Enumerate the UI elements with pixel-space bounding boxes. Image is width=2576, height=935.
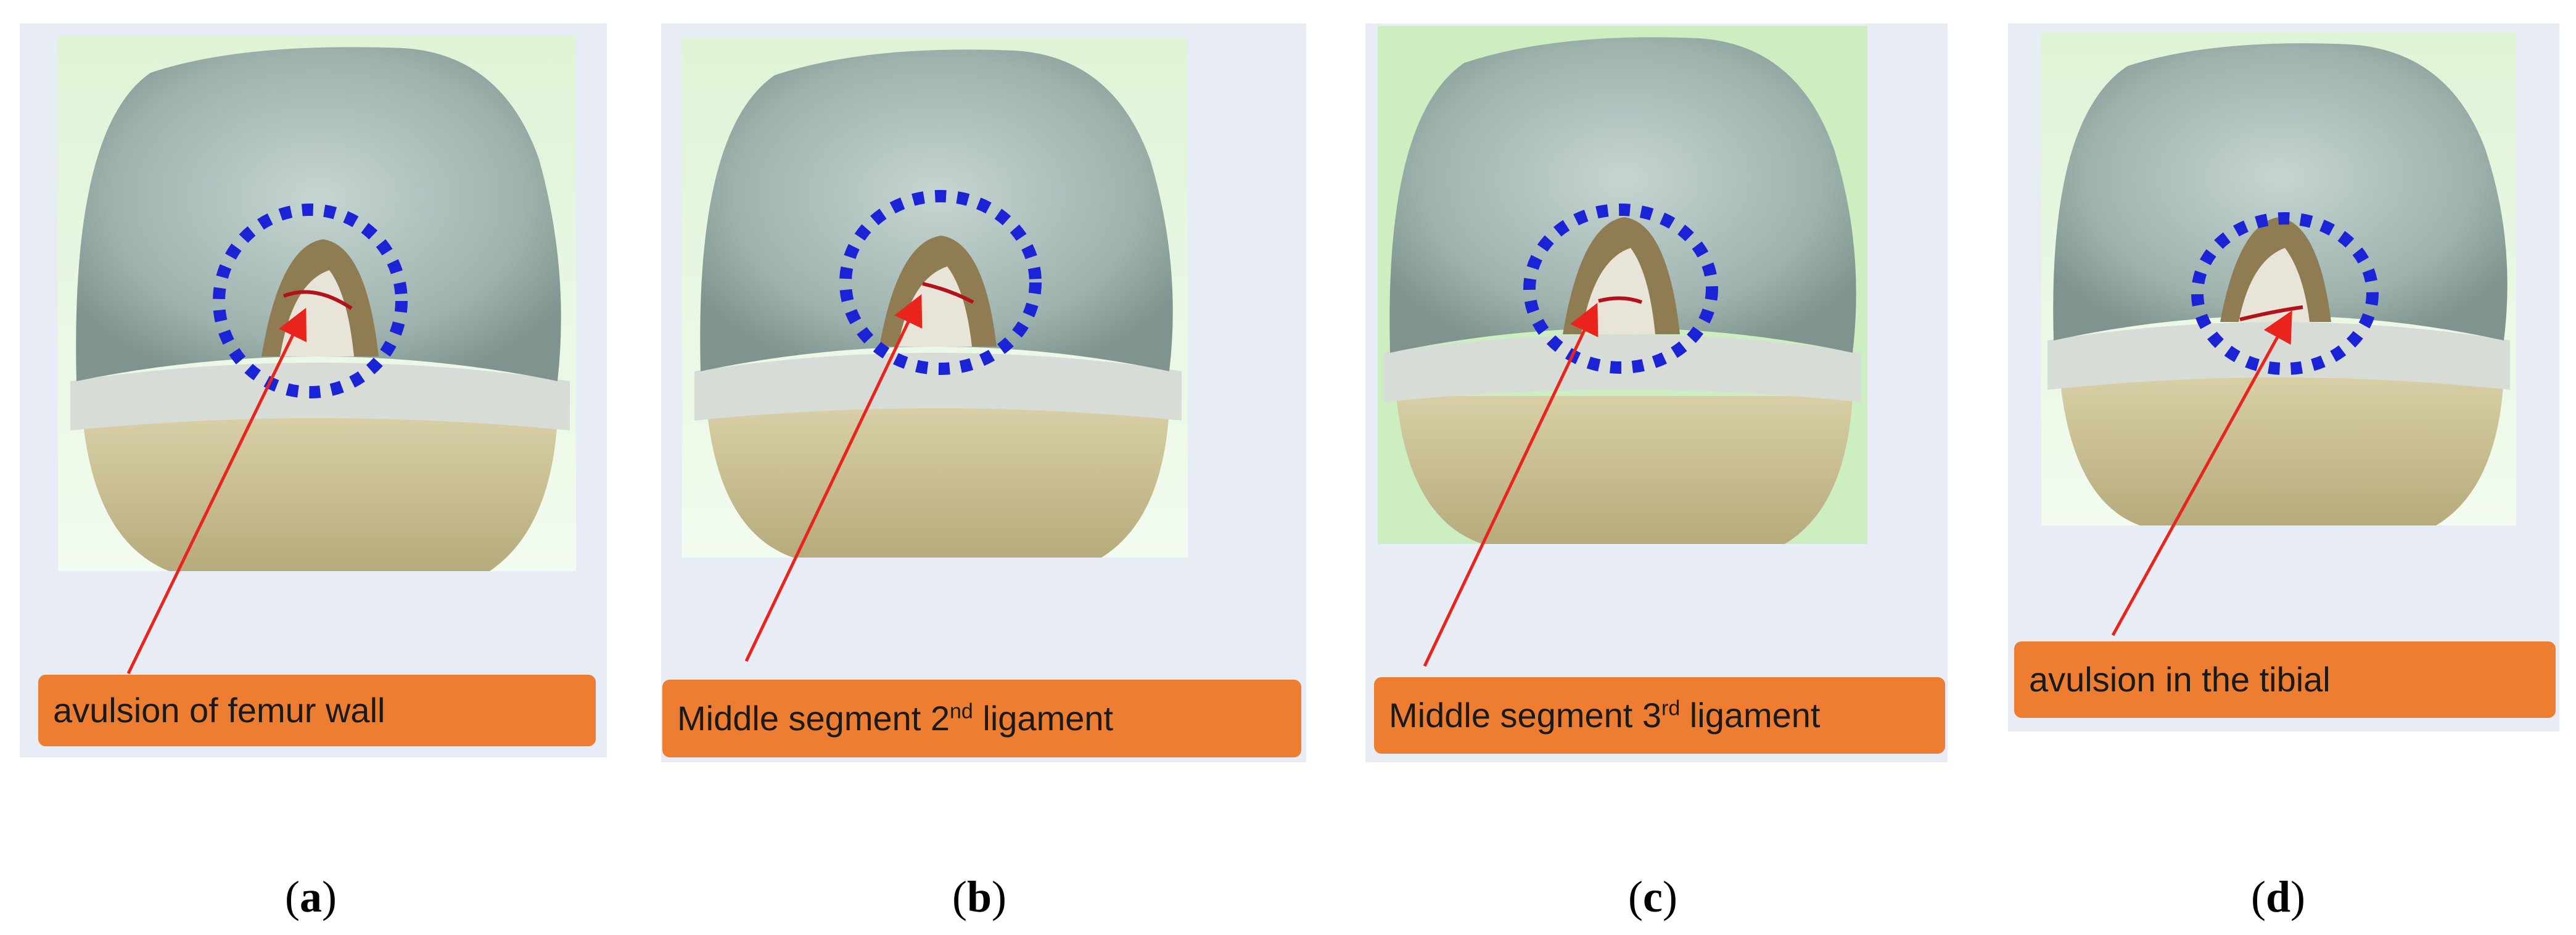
callout-text-c: Middle segment 3rd ligament — [1389, 696, 1821, 735]
subfigure-label-a: (a) — [285, 872, 337, 921]
subfigure-label-b: (b) — [952, 872, 1007, 921]
subfigure-label-c: (c) — [1628, 872, 1677, 921]
subfigure-label-d: (d) — [2251, 872, 2306, 921]
knee-illustration-d — [2041, 32, 2516, 525]
callout-text-a: avulsion of femur wall — [53, 691, 385, 730]
knee-illustration-a — [58, 36, 576, 571]
knee-illustration-b — [682, 38, 1188, 558]
callout-box-d: avulsion in the tibial — [2014, 641, 2556, 718]
callout-box-a: avulsion of femur wall — [38, 675, 596, 746]
callout-box-b: Middle segment 2nd ligament — [662, 680, 1301, 757]
callout-text-b: Middle segment 2nd ligament — [677, 699, 1114, 738]
knee-illustration-c — [1378, 26, 1867, 544]
callout-box-c: Middle segment 3rd ligament — [1374, 677, 1945, 754]
callout-text-d: avulsion in the tibial — [2029, 660, 2331, 699]
